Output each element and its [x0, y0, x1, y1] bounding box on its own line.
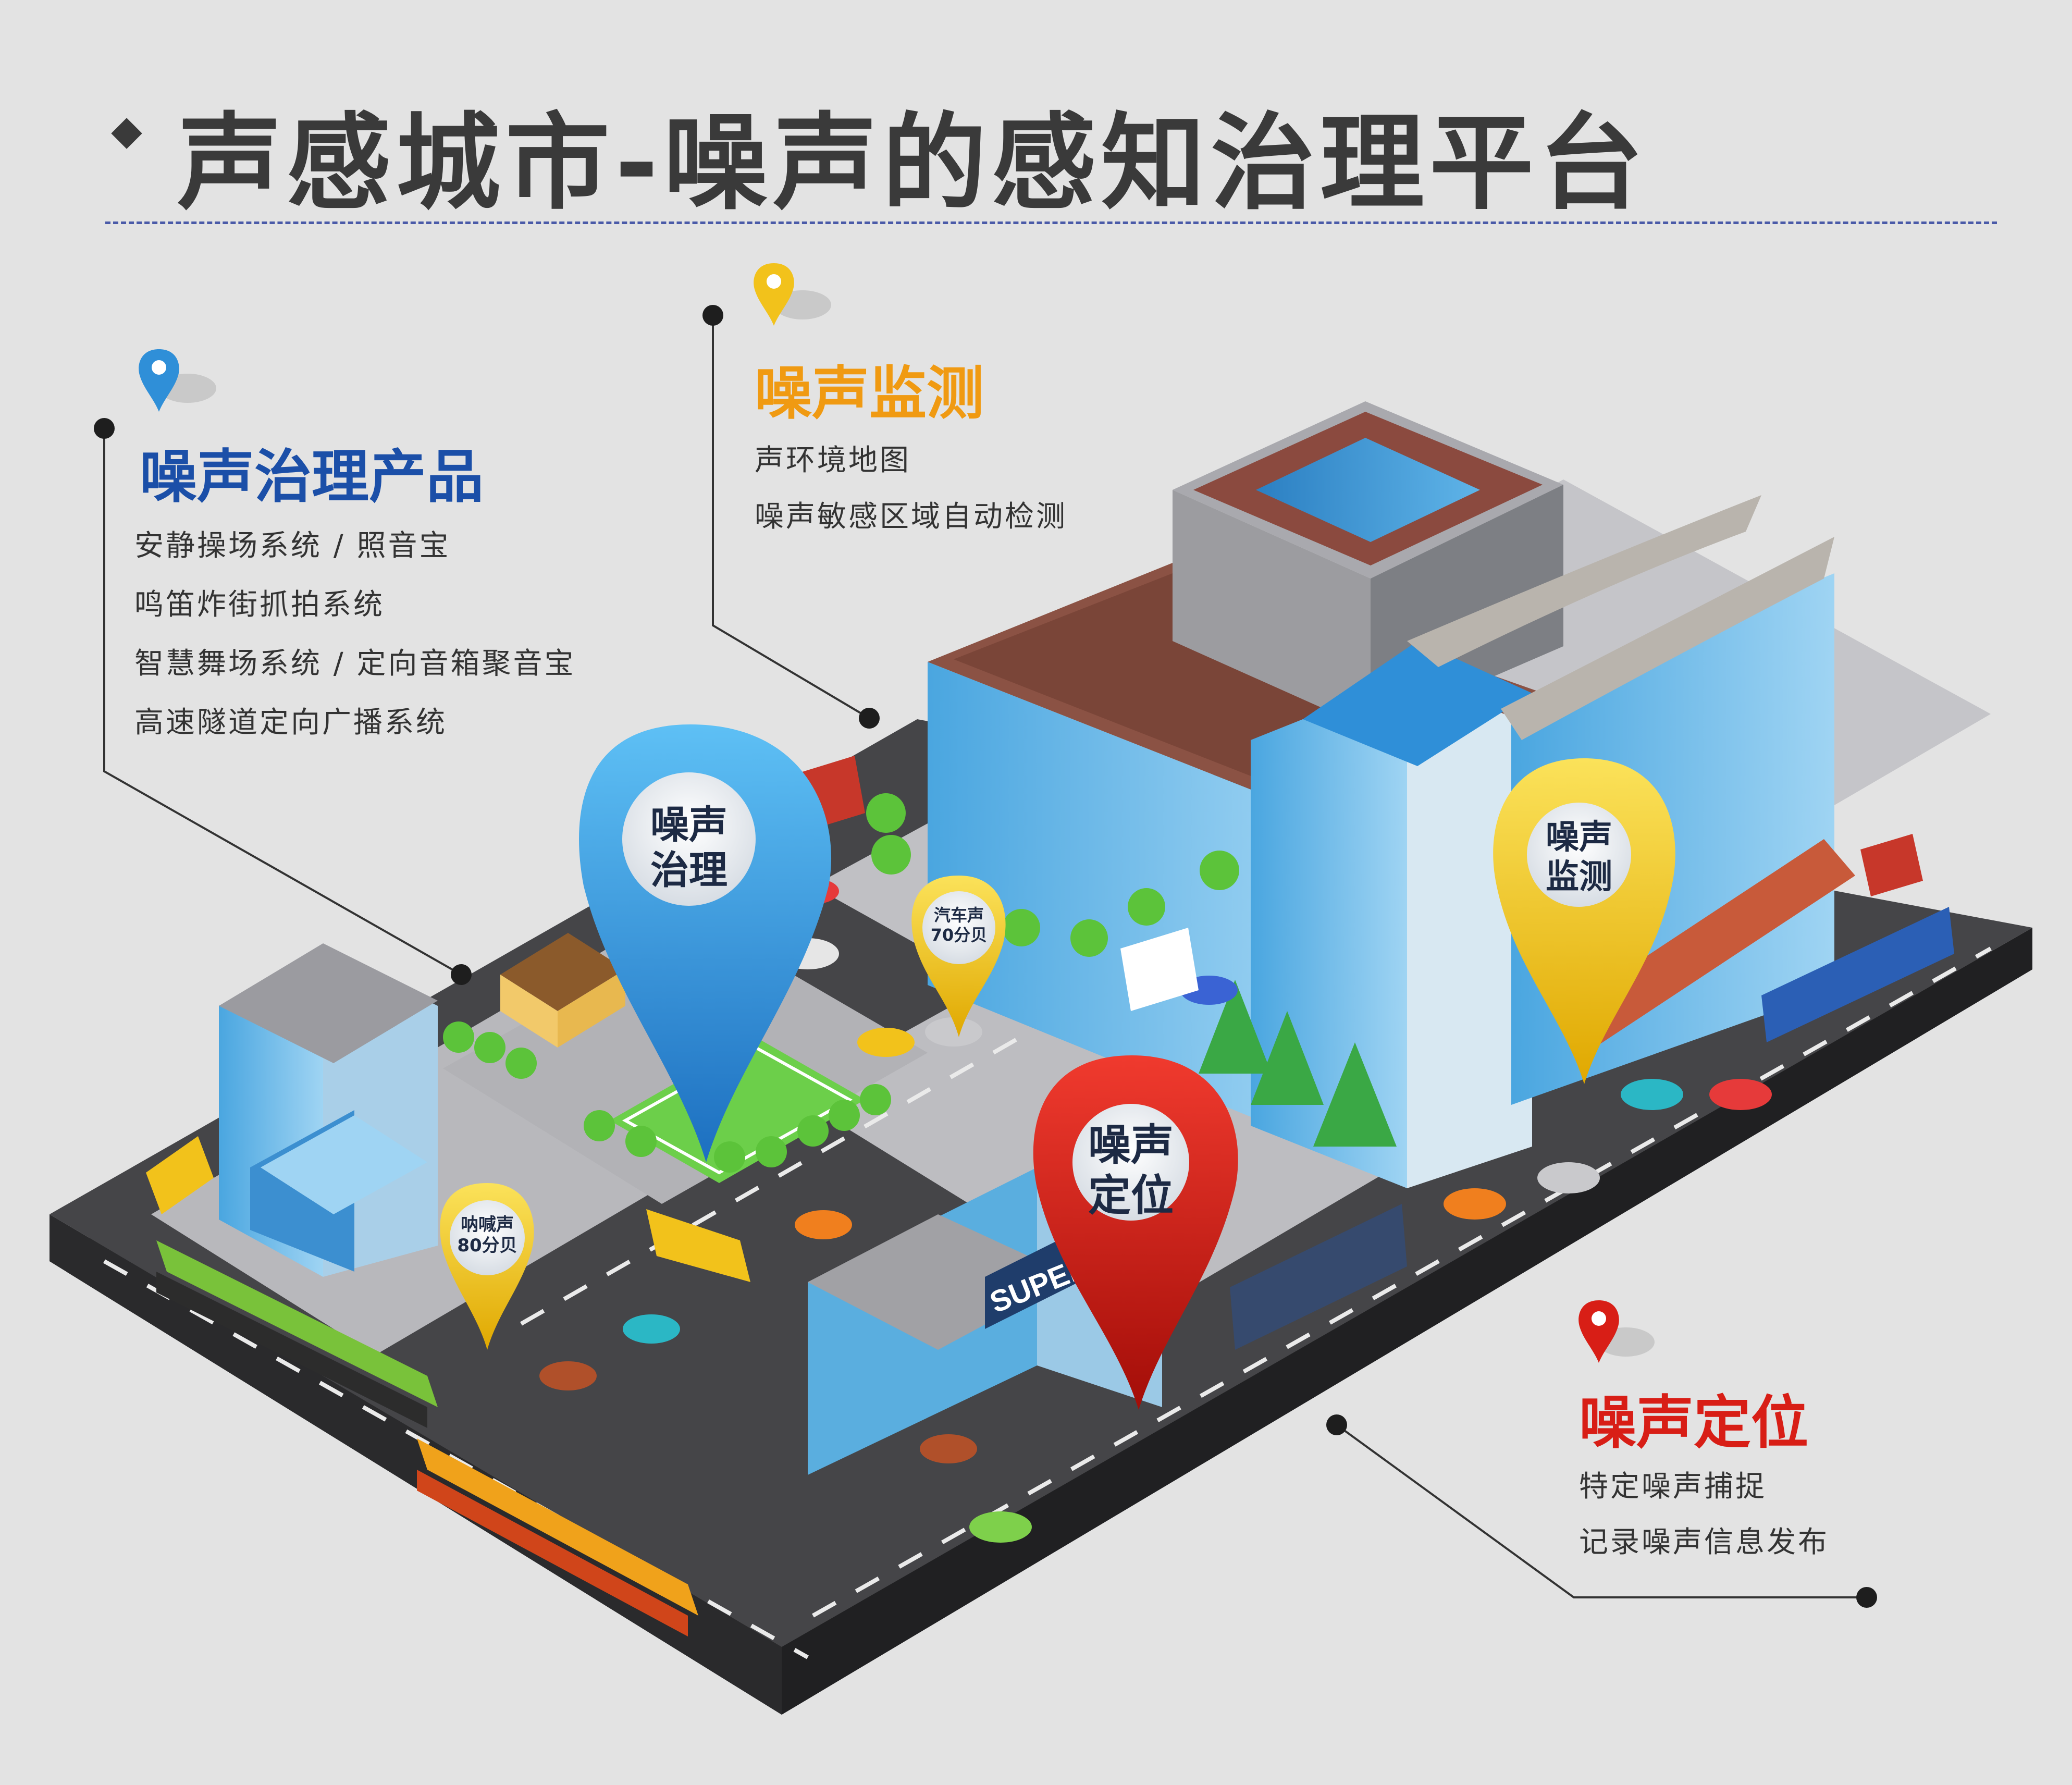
trees	[443, 793, 1397, 1173]
location-pin-blue-icon	[139, 349, 216, 412]
governance-heading: 噪声治理产品	[140, 444, 484, 510]
governance-item: 高速隧道定向广播系统	[134, 706, 447, 740]
trams	[156, 1240, 698, 1636]
locating-heading: 噪声定位	[1579, 1389, 1808, 1456]
pin-locating-line2: 定位	[1088, 1171, 1174, 1221]
connector-dot	[94, 418, 115, 439]
connector-dot	[859, 708, 880, 729]
pin-locating-label: 噪声 定位	[1079, 1121, 1183, 1222]
pin-car-noise-label: 汽车声 70分贝	[922, 905, 995, 945]
connector-dot	[1856, 1587, 1877, 1608]
location-pin-red-icon	[1578, 1300, 1655, 1363]
road-markings	[103, 946, 1992, 1659]
pin-governance-icon	[579, 724, 832, 1162]
pin-governance-line1: 噪声	[650, 803, 727, 847]
pin-shout-noise-icon	[440, 1183, 534, 1350]
monitoring-item: 声环境地图	[755, 444, 911, 477]
pin-car-noise-icon	[911, 876, 1006, 1037]
pin-locating-line1: 噪声	[1088, 1121, 1174, 1170]
governance-item: 鸣笛炸街抓拍系统	[134, 588, 385, 622]
connector-dot	[1326, 1414, 1347, 1435]
pin-car-noise-line2: 70分贝	[930, 925, 988, 945]
pin-locating-icon	[1033, 1055, 1238, 1410]
connector-dot	[702, 305, 723, 326]
pin-governance-label: 噪声 治理	[637, 803, 741, 894]
connector-lines	[103, 315, 1867, 1598]
location-pin-yellow-icon	[754, 263, 831, 326]
vehicles	[146, 756, 1954, 1543]
pin-shout-noise-line1: 呐喊声	[461, 1214, 514, 1235]
locating-item: 记录噪声信息发布	[1579, 1525, 1829, 1559]
school-and-field	[500, 933, 865, 1183]
pin-car-noise-line1: 汽车声	[933, 905, 984, 925]
left-glass-tower	[219, 943, 438, 1277]
governance-item: 安静操场系统 / 照音宝	[134, 529, 451, 563]
governance-item: 智慧舞场系统 / 定向音箱聚音宝	[134, 647, 576, 681]
title-divider	[105, 221, 1997, 224]
pin-monitoring-icon	[1493, 758, 1675, 1084]
pin-monitoring-line1: 噪声	[1546, 818, 1612, 857]
locating-item: 特定噪声捕捉	[1579, 1470, 1767, 1504]
pin-monitoring-label: 噪声 监测	[1532, 818, 1626, 897]
pin-governance-line2: 治理	[650, 848, 727, 893]
monitoring-heading: 噪声监测	[755, 360, 984, 427]
monitoring-item: 噪声敏感区域自动检测	[755, 500, 1067, 534]
pin-monitoring-line2: 监测	[1546, 857, 1612, 896]
pin-shout-noise-label: 呐喊声 80分贝	[451, 1214, 524, 1256]
connector-dot	[451, 964, 472, 985]
page-title: 声感城市-噪声的感知治理平台	[177, 103, 1649, 224]
pin-shout-noise-line2: 80分贝	[457, 1235, 517, 1257]
